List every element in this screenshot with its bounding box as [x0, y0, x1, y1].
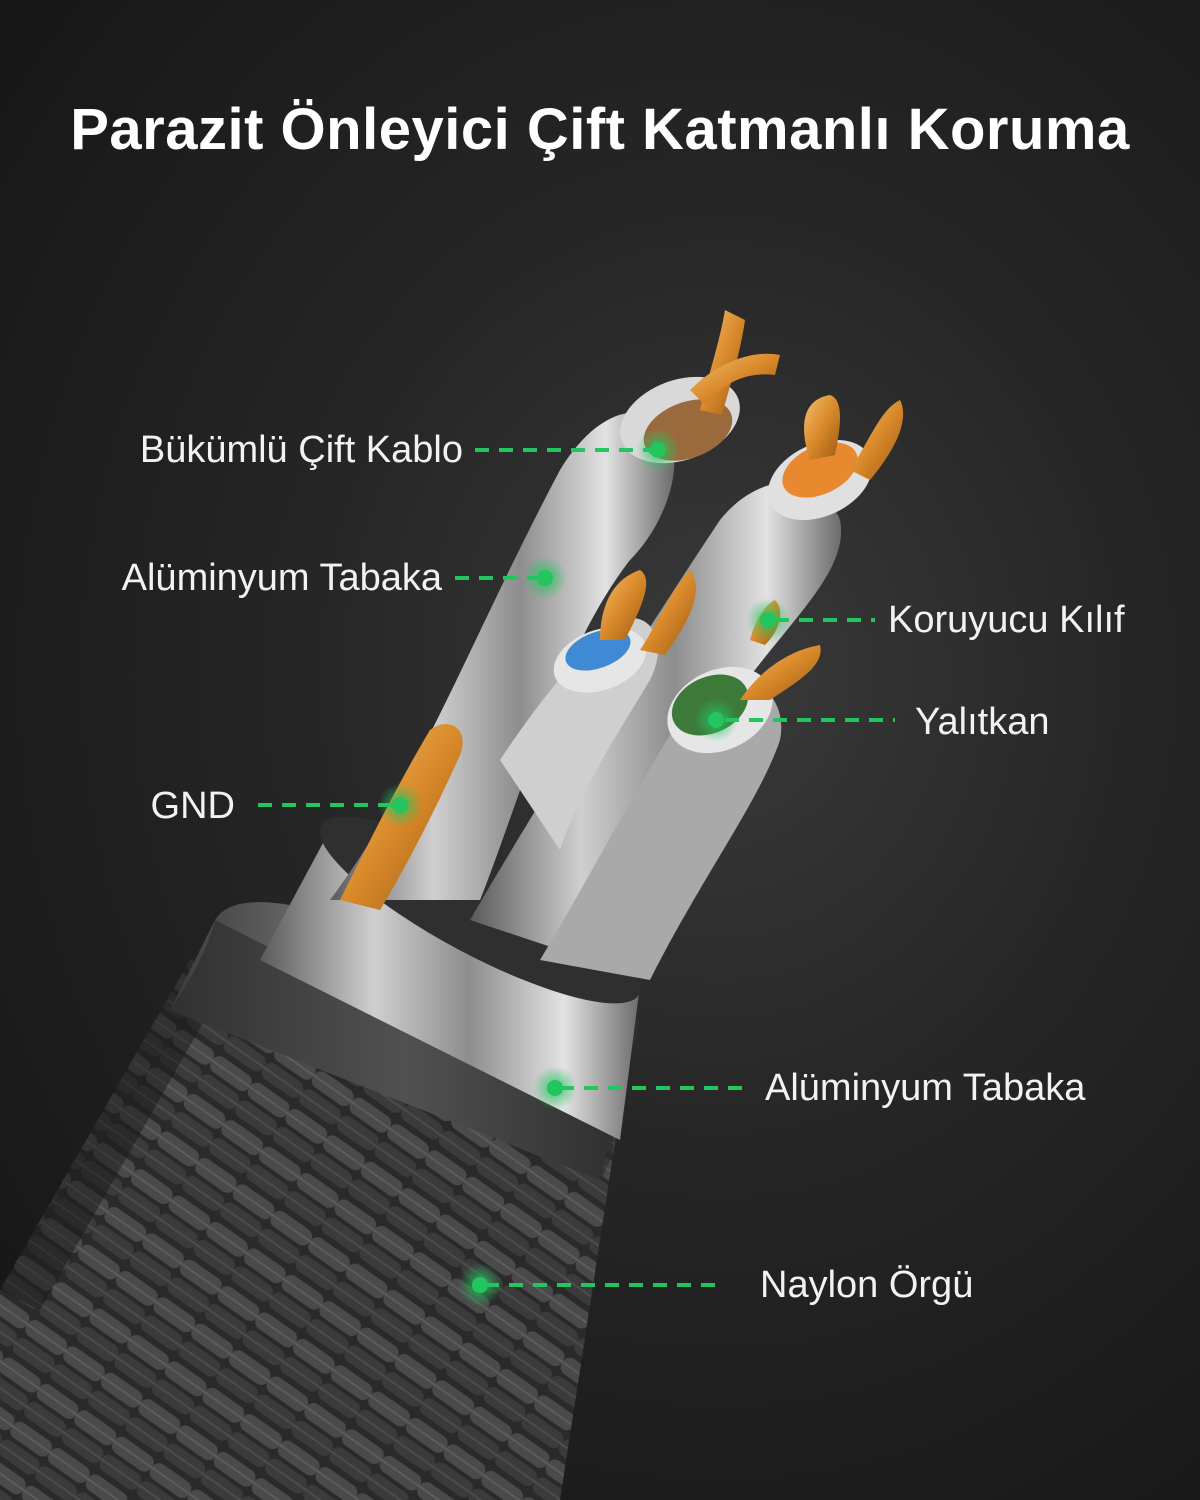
callout-leaders [258, 448, 895, 1287]
callout-twisted-pair: Bükümlü Çift Kablo [139, 429, 463, 471]
callout-gnd: GND [150, 785, 235, 827]
callout-dots [378, 428, 790, 1307]
callout-nylon-braid: Naylon Örgü [760, 1264, 974, 1306]
callout-aluminum-layer-inner: Alüminyum Tabaka [121, 557, 442, 599]
callout-aluminum-layer-outer: Alüminyum Tabaka [765, 1067, 1086, 1109]
page-title: Parazit Önleyici Çift Katmanlı Koruma [70, 97, 1130, 162]
callout-insulator: Yalıtkan [915, 701, 1050, 743]
callout-protective-sheath: Koruyucu Kılıf [888, 599, 1125, 641]
